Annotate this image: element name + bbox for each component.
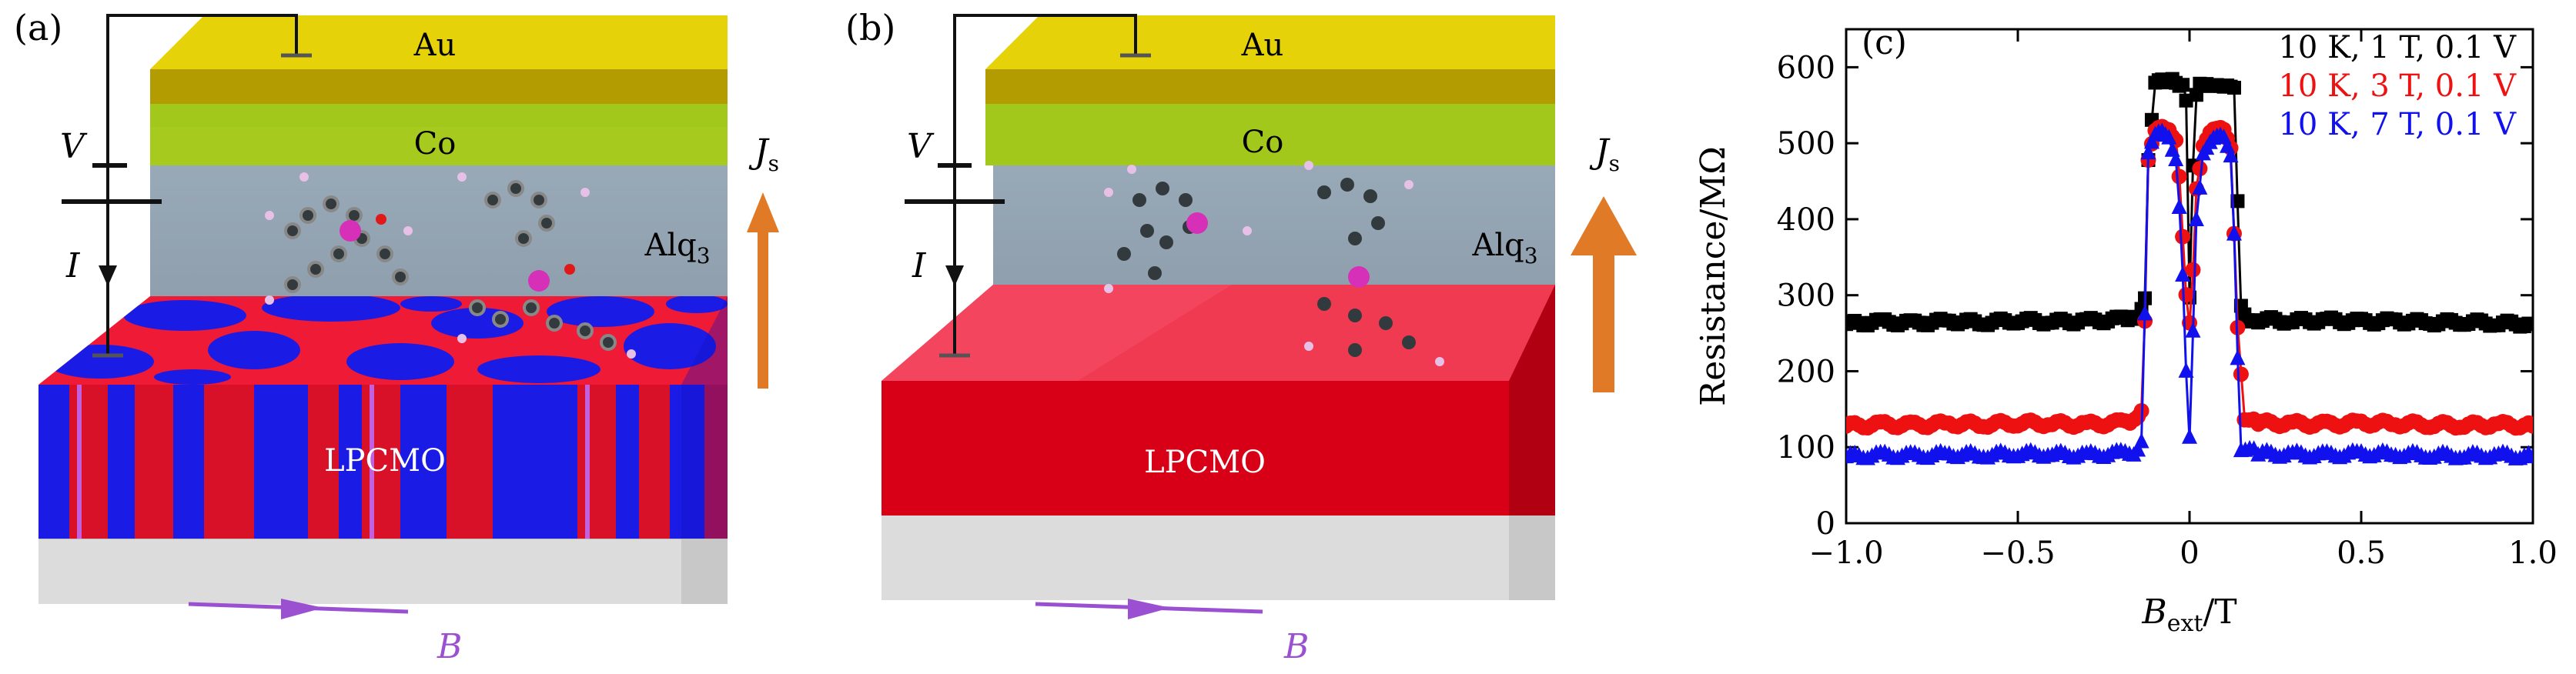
panel-a-lpcmo-label: LPCMO — [324, 443, 446, 479]
y-tick-label: 500 — [1777, 126, 1835, 162]
data-point — [2168, 151, 2184, 167]
panel-b-tag: (b) — [845, 7, 895, 48]
y-tick-label: 400 — [1777, 202, 1835, 238]
x-tick-label: −0.5 — [1980, 536, 2055, 571]
panel-a-lpcmo-front — [38, 385, 728, 539]
panel-a-co-label-2: Co — [414, 126, 457, 162]
x-axis-label-sub: ext — [2167, 610, 2203, 637]
y-axis-label: Resistance/MΩ — [1694, 146, 1733, 406]
data-point — [2230, 194, 2245, 209]
data-point — [2133, 432, 2149, 449]
data-point — [2175, 266, 2191, 282]
panel-a-field-arrow — [188, 599, 409, 619]
legend-item: 10 K, 1 T, 0.1 V — [2278, 30, 2517, 65]
series-layer — [1846, 72, 2533, 465]
panel-b-molecule — [1104, 161, 1444, 366]
data-point — [2182, 428, 2197, 444]
panel-a-circuit — [62, 14, 312, 358]
panel-b-au-label: Au — [1241, 28, 1284, 63]
data-point — [2130, 441, 2146, 457]
data-point — [2223, 147, 2239, 163]
data-point — [2230, 349, 2246, 365]
panel-b-current-label: I — [912, 246, 927, 285]
series-3 — [1846, 122, 2533, 465]
y-tick-label: 600 — [1777, 50, 1835, 85]
panel-b-co-label: Co — [1242, 125, 1284, 160]
y-axis: 0 100 200 300 400 500 600 — [1777, 50, 2533, 542]
y-tick-label: 300 — [1777, 279, 1835, 314]
data-point — [2226, 225, 2242, 241]
panel-b-voltage-label: V — [907, 127, 935, 166]
panel-a-tag: (a) — [14, 7, 62, 48]
data-point — [2185, 322, 2201, 338]
data-point — [2178, 287, 2194, 303]
series-2 — [1846, 118, 2533, 436]
data-point — [2226, 81, 2241, 95]
legend: 10 K, 1 T, 0.1 V10 K, 3 T, 0.1 V10 K, 7 … — [2278, 30, 2517, 142]
panel-a-alq-layer — [150, 138, 728, 296]
panel-b-alq-label: Alq3 — [1471, 228, 1537, 269]
panel-b-circuit — [905, 14, 1151, 358]
panel-b-co-layer — [985, 104, 1555, 165]
panel-a-alq-label: Alq3 — [644, 228, 710, 269]
x-tick-label: 1.0 — [2508, 536, 2558, 571]
panel-a-au-label: Au — [413, 28, 457, 63]
x-axis-label: Bext/T — [2141, 592, 2236, 637]
y-tick-label: 0 — [1816, 506, 1835, 542]
data-point — [2175, 229, 2191, 245]
panel-b-field-arrow — [1035, 599, 1263, 619]
panel-a-molecule — [265, 172, 636, 359]
panel-a-current-label: I — [65, 246, 81, 285]
panel-a: (a) — [14, 7, 779, 666]
legend-item: 10 K, 3 T, 0.1 V — [2278, 68, 2517, 104]
panel-b-lpcmo — [882, 285, 1555, 516]
series-1 — [1846, 72, 2533, 334]
x-axis-label-unit: /T — [2203, 592, 2236, 632]
panel-a-spin-label: Js — [748, 132, 779, 176]
panel-c-tag: (c) — [1862, 23, 1907, 62]
panel-b-spin-label: Js — [1589, 132, 1620, 176]
data-point — [2178, 362, 2194, 378]
data-point — [2526, 317, 2533, 332]
panel-a-substrate — [38, 538, 728, 604]
y-tick-label: 200 — [1777, 354, 1835, 389]
panel-b-field-label: B — [1283, 627, 1309, 666]
panel-b-alq-layer — [993, 138, 1555, 285]
data-point — [2171, 168, 2187, 185]
panel-b-lpcmo-label: LPCMO — [1144, 445, 1266, 480]
y-tick-label: 100 — [1777, 430, 1835, 465]
x-axis: −1.0 −0.5 0 0.5 1.0 — [1808, 29, 2558, 571]
x-tick-label: −1.0 — [1808, 536, 1883, 571]
x-axis-label-main: B — [2141, 592, 2166, 632]
data-point — [2233, 366, 2249, 382]
data-point — [2525, 418, 2533, 434]
x-tick-label: 0.5 — [2337, 536, 2386, 571]
data-point — [2140, 144, 2156, 160]
data-point — [2137, 305, 2153, 321]
panel-b: (b) LPCMO Alq3 Co Au — [845, 7, 1637, 666]
legend-item: 10 K, 7 T, 0.1 V — [2278, 107, 2517, 142]
panel-a-spin-arrow — [747, 192, 779, 389]
data-point — [2188, 210, 2204, 226]
data-point — [2192, 179, 2208, 195]
data-point — [2171, 198, 2187, 214]
panel-a-field-label: B — [437, 627, 462, 666]
panel-b-spin-arrow — [1571, 196, 1637, 392]
data-point — [2161, 128, 2177, 145]
panel-a-lpcmo-top — [38, 296, 728, 385]
x-tick-label: 0 — [2180, 536, 2199, 571]
data-point — [2185, 262, 2201, 278]
panel-a-voltage-label: V — [60, 127, 88, 166]
data-point — [2176, 78, 2190, 92]
data-point — [2525, 448, 2533, 464]
data-point — [2192, 161, 2208, 177]
